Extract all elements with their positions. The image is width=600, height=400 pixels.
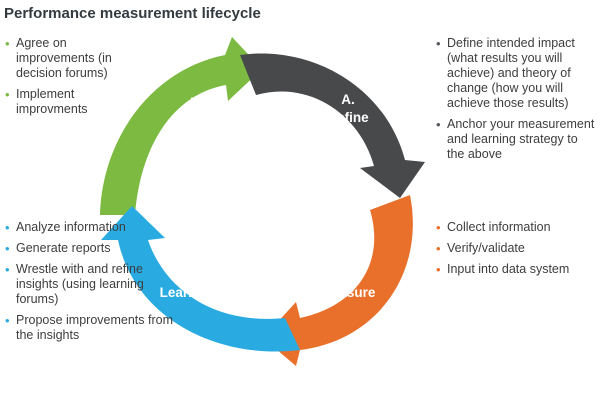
define-name: Define (327, 110, 369, 125)
list-item: Generate reports (5, 241, 175, 256)
list-item: Verify/validate (436, 241, 596, 256)
define-letter: A. (341, 92, 355, 107)
measure-letter: B. (341, 266, 355, 281)
diagram-title: Performance measurement lifecycle (4, 5, 261, 22)
define-bullets: Define intended impact (what results you… (436, 36, 596, 168)
list-item: Propose improvements from the insights (5, 313, 175, 343)
improve-arrow (100, 37, 262, 215)
measure-name: Measure (321, 285, 376, 300)
list-item: Analyze information (5, 220, 175, 235)
improve-name: Improve (171, 113, 224, 128)
measure-arrow (263, 195, 413, 366)
list-item: Implement improvments (5, 87, 140, 117)
define-arrow (240, 53, 425, 199)
list-item: Wrestle with and refine insights (using … (5, 262, 175, 307)
list-item: Anchor your measurement and learning str… (436, 117, 596, 162)
list-item: Agree on improvements (in decision forum… (5, 36, 140, 81)
list-item: Collect information (436, 220, 596, 235)
improve-letter: D. (190, 95, 204, 110)
improve-bullets: Agree on improvements (in decision forum… (5, 36, 140, 123)
measure-bullets: Collect information Verify/validate Inpu… (436, 220, 596, 283)
list-item: Input into data system (436, 262, 596, 277)
list-item: Define intended impact (what results you… (436, 36, 596, 111)
learn-bullets: Analyze information Generate reports Wre… (5, 220, 175, 349)
